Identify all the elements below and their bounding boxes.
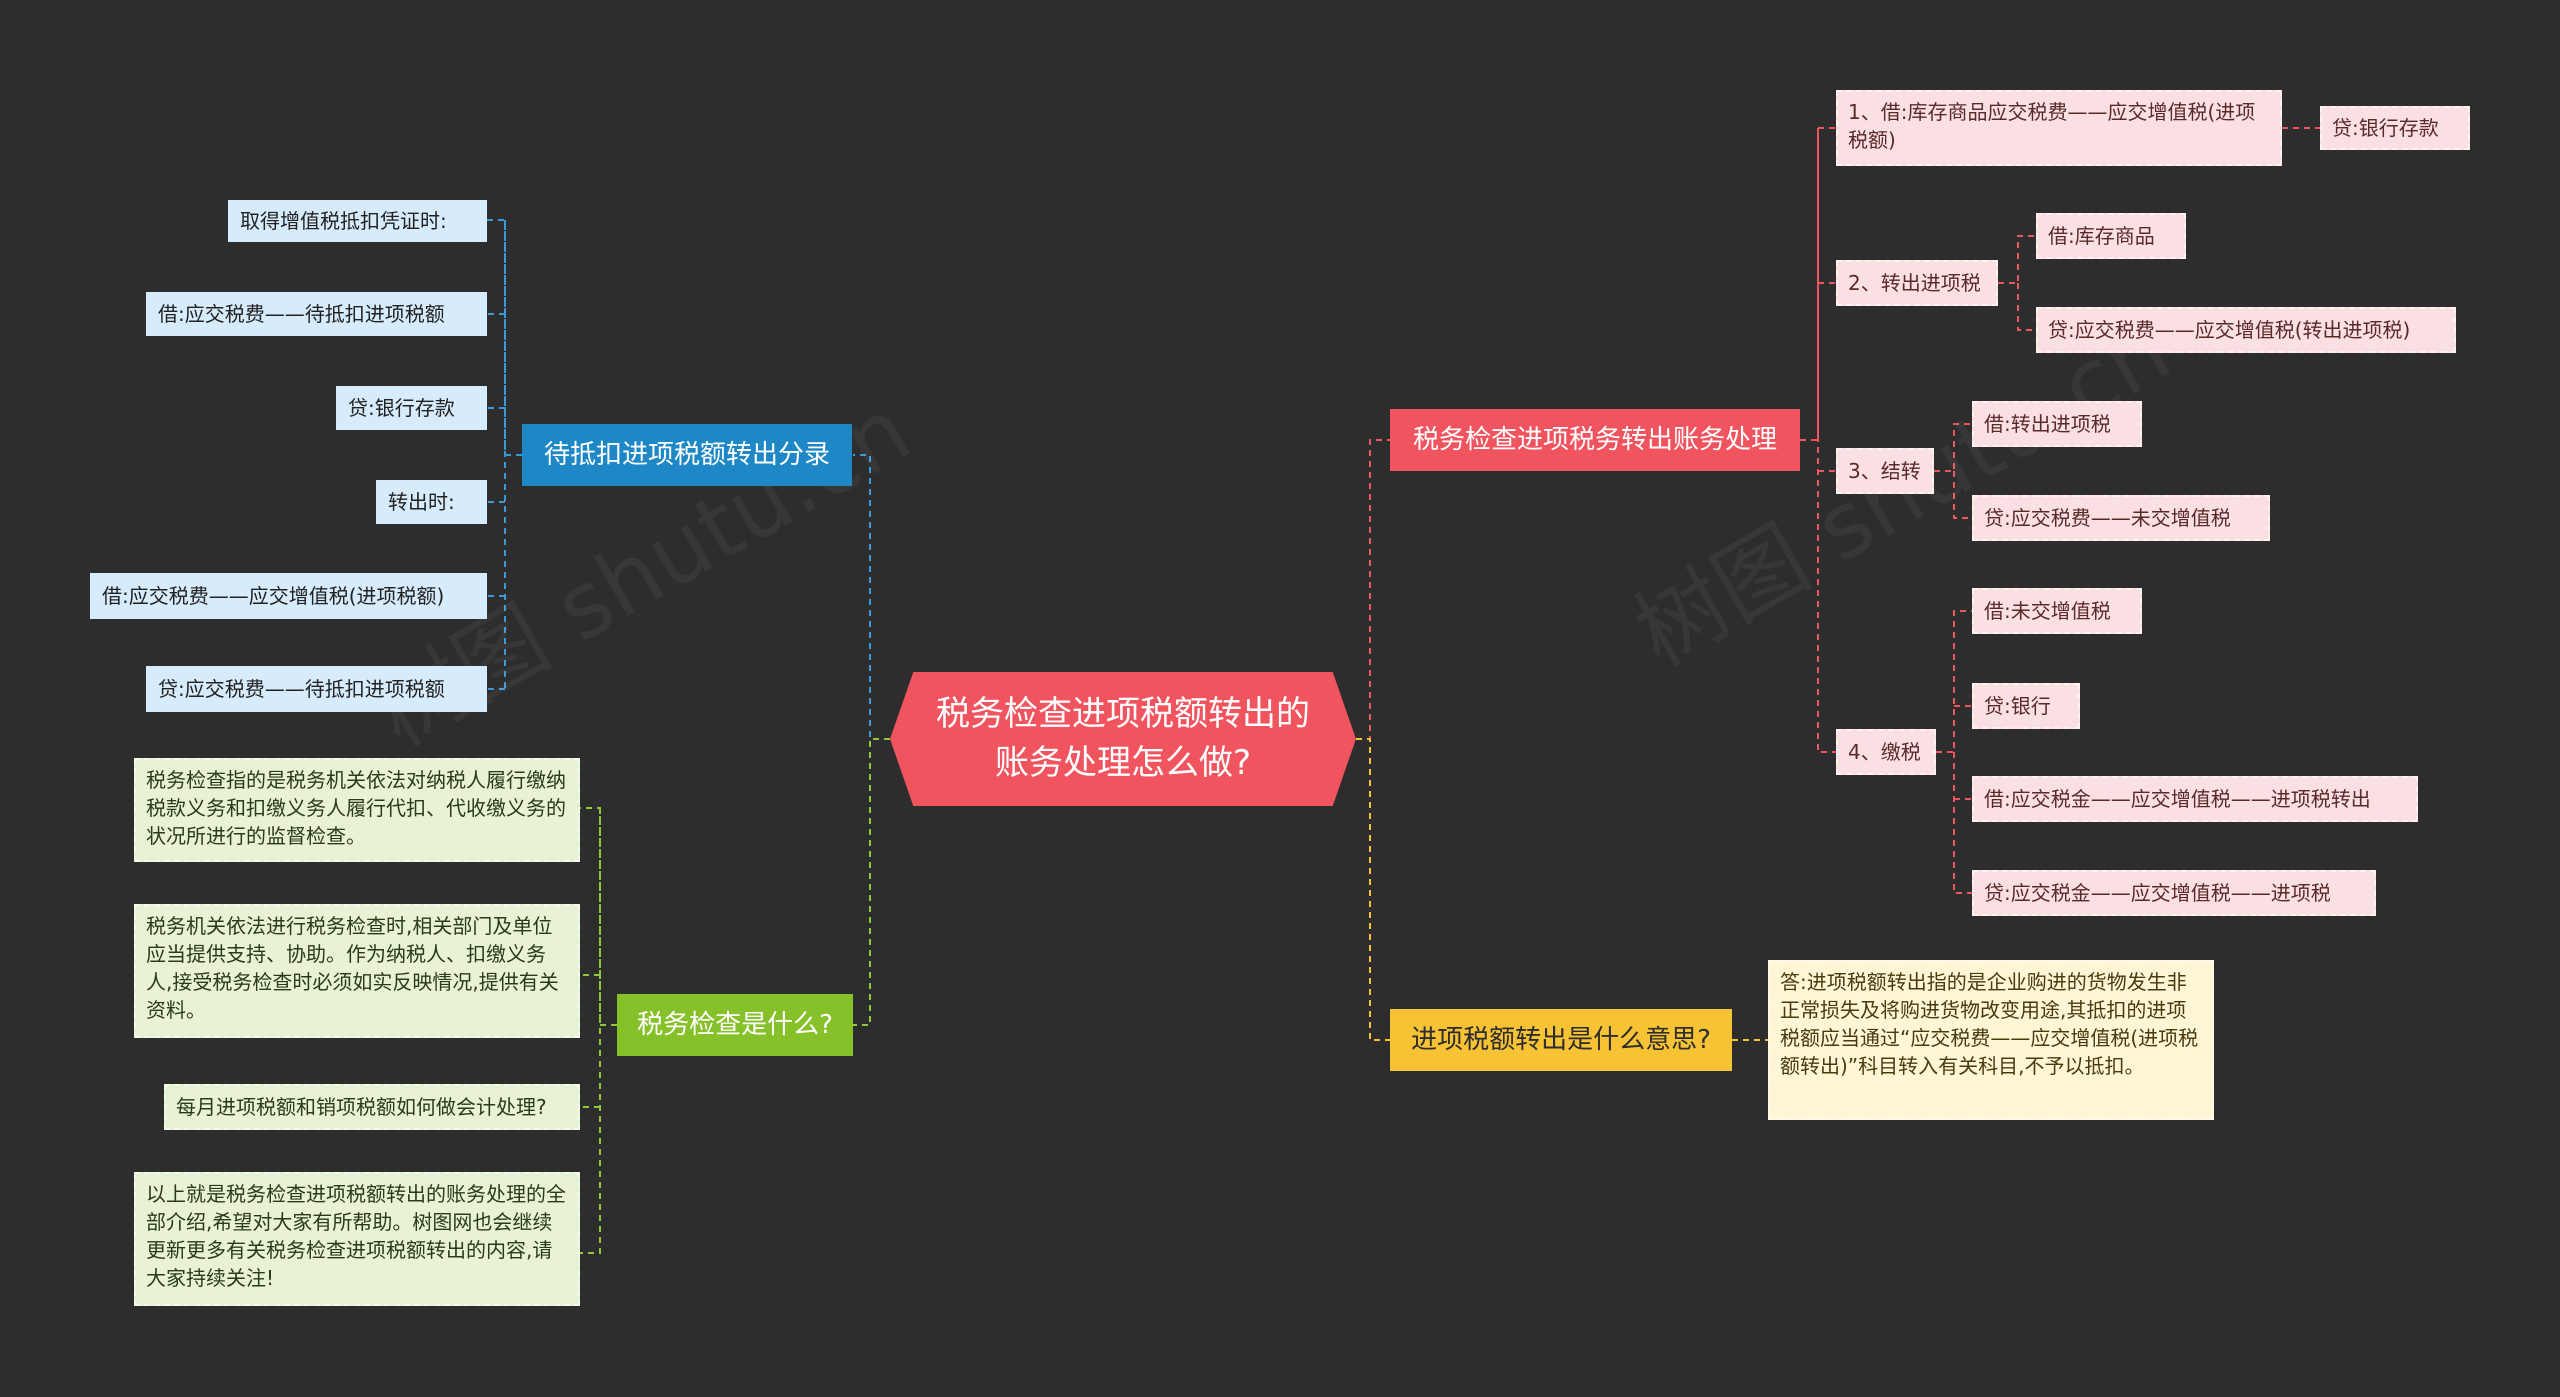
central-topic[interactable]: 税务检查进项税额转出的 账务处理怎么做? [890,672,1356,806]
meaning-leaf[interactable]: 答:进项税额转出指的是企业购进的货物发生非正常损失及将购进货物改变用途,其抵扣的… [1768,960,2214,1120]
branch-accounting[interactable]: 税务检查进项税务转出账务处理 [1390,409,1800,471]
accounting-step4-child[interactable]: 借:未交增值税 [1972,588,2142,634]
branch-meaning[interactable]: 进项税额转出是什么意思? [1390,1009,1732,1071]
branch-entries[interactable]: 待抵扣进项税额转出分录 [522,424,852,486]
branch-what-is-audit[interactable]: 税务检查是什么? [617,994,853,1056]
accounting-step3-child[interactable]: 贷:应交税费——未交增值税 [1972,495,2270,541]
accounting-step4-child[interactable]: 借:应交税金——应交增值税——进项税转出 [1972,776,2418,822]
entries-leaf[interactable]: 贷:银行存款 [336,386,487,430]
accounting-step3-child[interactable]: 借:转出进项税 [1972,401,2142,447]
entries-leaf[interactable]: 取得增值税抵扣凭证时: [228,200,487,242]
entries-leaf[interactable]: 转出时: [376,480,487,524]
accounting-step2[interactable]: 2、转出进项税 [1836,260,1998,306]
audit-leaf[interactable]: 以上就是税务检查进项税额转出的账务处理的全部介绍,希望对大家有所帮助。树图网也会… [134,1172,580,1306]
accounting-step4[interactable]: 4、缴税 [1836,729,1936,775]
central-topic-line2: 账务处理怎么做? [994,743,1252,783]
central-topic-line1: 税务检查进项税额转出的 [936,693,1310,734]
audit-leaf[interactable]: 税务机关依法进行税务检查时,相关部门及单位应当提供支持、协助。作为纳税人、扣缴义… [134,904,580,1038]
accounting-step1[interactable]: 1、借:库存商品应交税费——应交增值税(进项税额) [1836,90,2282,166]
accounting-step2-child[interactable]: 贷:应交税费——应交增值税(转出进项税) [2036,307,2456,353]
entries-leaf[interactable]: 借:应交税费——应交增值税(进项税额) [90,573,487,619]
audit-leaf[interactable]: 每月进项税额和销项税额如何做会计处理? [164,1084,580,1130]
audit-leaf[interactable]: 税务检查指的是税务机关依法对纳税人履行缴纳税款义务和扣缴义务人履行代扣、代收缴义… [134,758,580,862]
entries-leaf[interactable]: 借:应交税费——待抵扣进项税额 [146,292,487,336]
accounting-step4-child[interactable]: 贷:银行 [1972,683,2080,729]
accounting-step4-child[interactable]: 贷:应交税金——应交增值税——进项税 [1972,870,2376,916]
accounting-step3[interactable]: 3、结转 [1836,448,1934,494]
accounting-step2-child[interactable]: 借:库存商品 [2036,213,2186,259]
entries-leaf[interactable]: 贷:应交税费——待抵扣进项税额 [146,666,487,712]
accounting-step1-child[interactable]: 贷:银行存款 [2320,106,2470,150]
